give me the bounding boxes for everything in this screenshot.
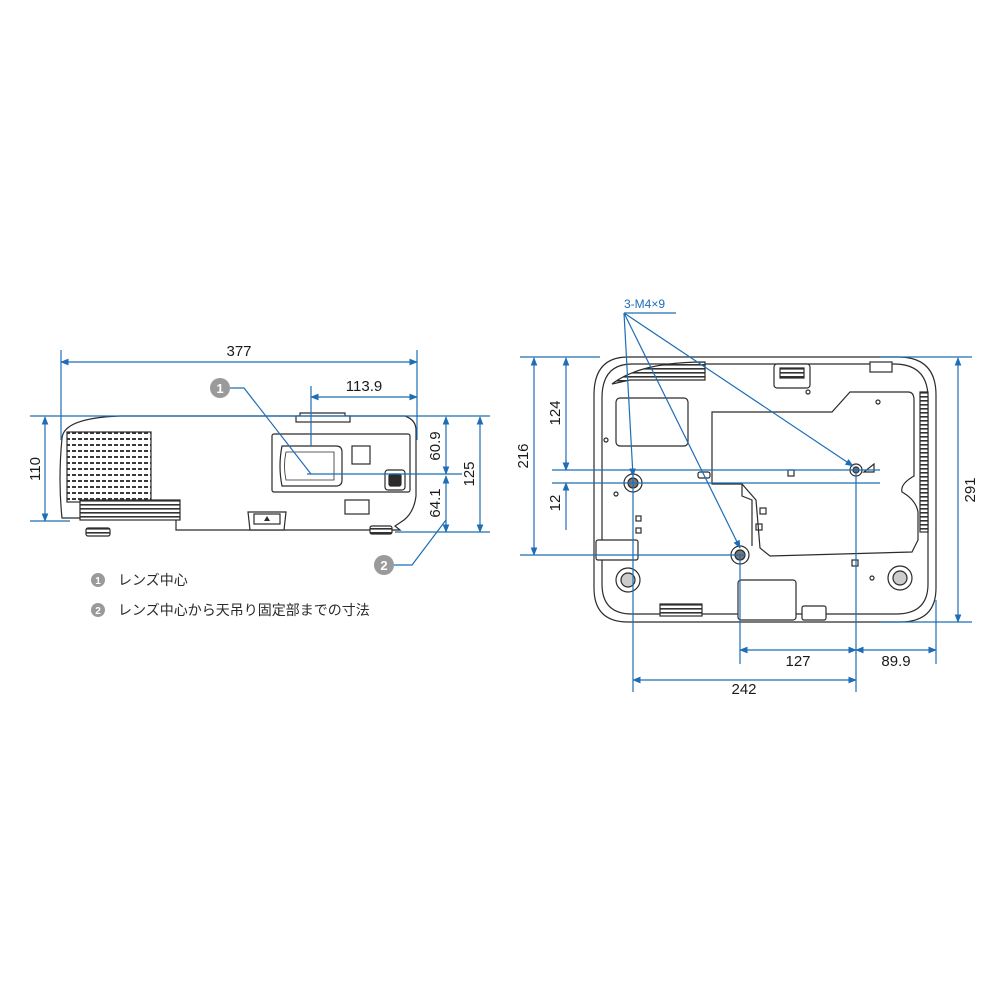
label-110: 110 <box>27 457 44 481</box>
legend-item-1-text: レンズ中心 <box>118 573 188 589</box>
front-dimensions <box>30 350 490 566</box>
marker-2: 2 <box>374 555 394 575</box>
leader-marker-2 <box>394 519 447 566</box>
bottom-lower-vents <box>659 603 703 617</box>
screw-leader-2 <box>623 312 741 549</box>
label-127: 127 <box>785 653 810 670</box>
svg-text:2: 2 <box>95 606 101 617</box>
label-242: 242 <box>731 681 756 698</box>
front-lower-vents <box>79 499 181 521</box>
front-air-grill <box>66 431 152 503</box>
label-377: 377 <box>226 343 251 360</box>
label-64-1: 64.1 <box>427 488 444 517</box>
label-124: 124 <box>547 400 564 425</box>
legend-item-2: 2 レンズ中心から天吊り固定部までの寸法 <box>91 603 370 619</box>
label-113-9: 113.9 <box>346 378 382 395</box>
inner-panel <box>711 391 919 557</box>
front-foot-right <box>369 525 393 535</box>
label-291: 291 <box>962 477 979 502</box>
legend: 1 レンズ中心 2 レンズ中心から天吊り固定部までの寸法 <box>91 573 370 619</box>
bottom-dimensions <box>520 312 972 692</box>
ir-sensor <box>351 445 371 465</box>
screw-leader-3 <box>623 312 854 467</box>
front-view <box>59 412 417 537</box>
legend-item-1: 1 レンズ中心 <box>91 573 188 589</box>
legend-item-2-text: レンズ中心から天吊り固定部までの寸法 <box>118 603 370 619</box>
label-89-9: 89.9 <box>881 653 910 670</box>
marker-1: 1 <box>210 378 230 398</box>
bottom-view <box>593 356 937 623</box>
leader-marker-1 <box>230 387 312 475</box>
label-12: 12 <box>547 495 564 512</box>
left-recess <box>615 397 689 447</box>
bottom-left-block <box>595 539 639 561</box>
screw-callout: 3-M4×9 <box>624 297 665 311</box>
screw-leader-1 <box>623 312 636 477</box>
lamp-cover <box>737 579 797 621</box>
lens <box>279 445 343 487</box>
label-216: 216 <box>515 443 532 468</box>
bottom-top-vents <box>611 361 706 385</box>
svg-text:1: 1 <box>216 381 223 396</box>
svg-text:1: 1 <box>95 576 101 587</box>
label-125: 125 <box>461 461 478 486</box>
svg-text:2: 2 <box>380 558 387 573</box>
front-foot-left <box>85 527 111 537</box>
label-60-9: 60.9 <box>427 431 444 460</box>
